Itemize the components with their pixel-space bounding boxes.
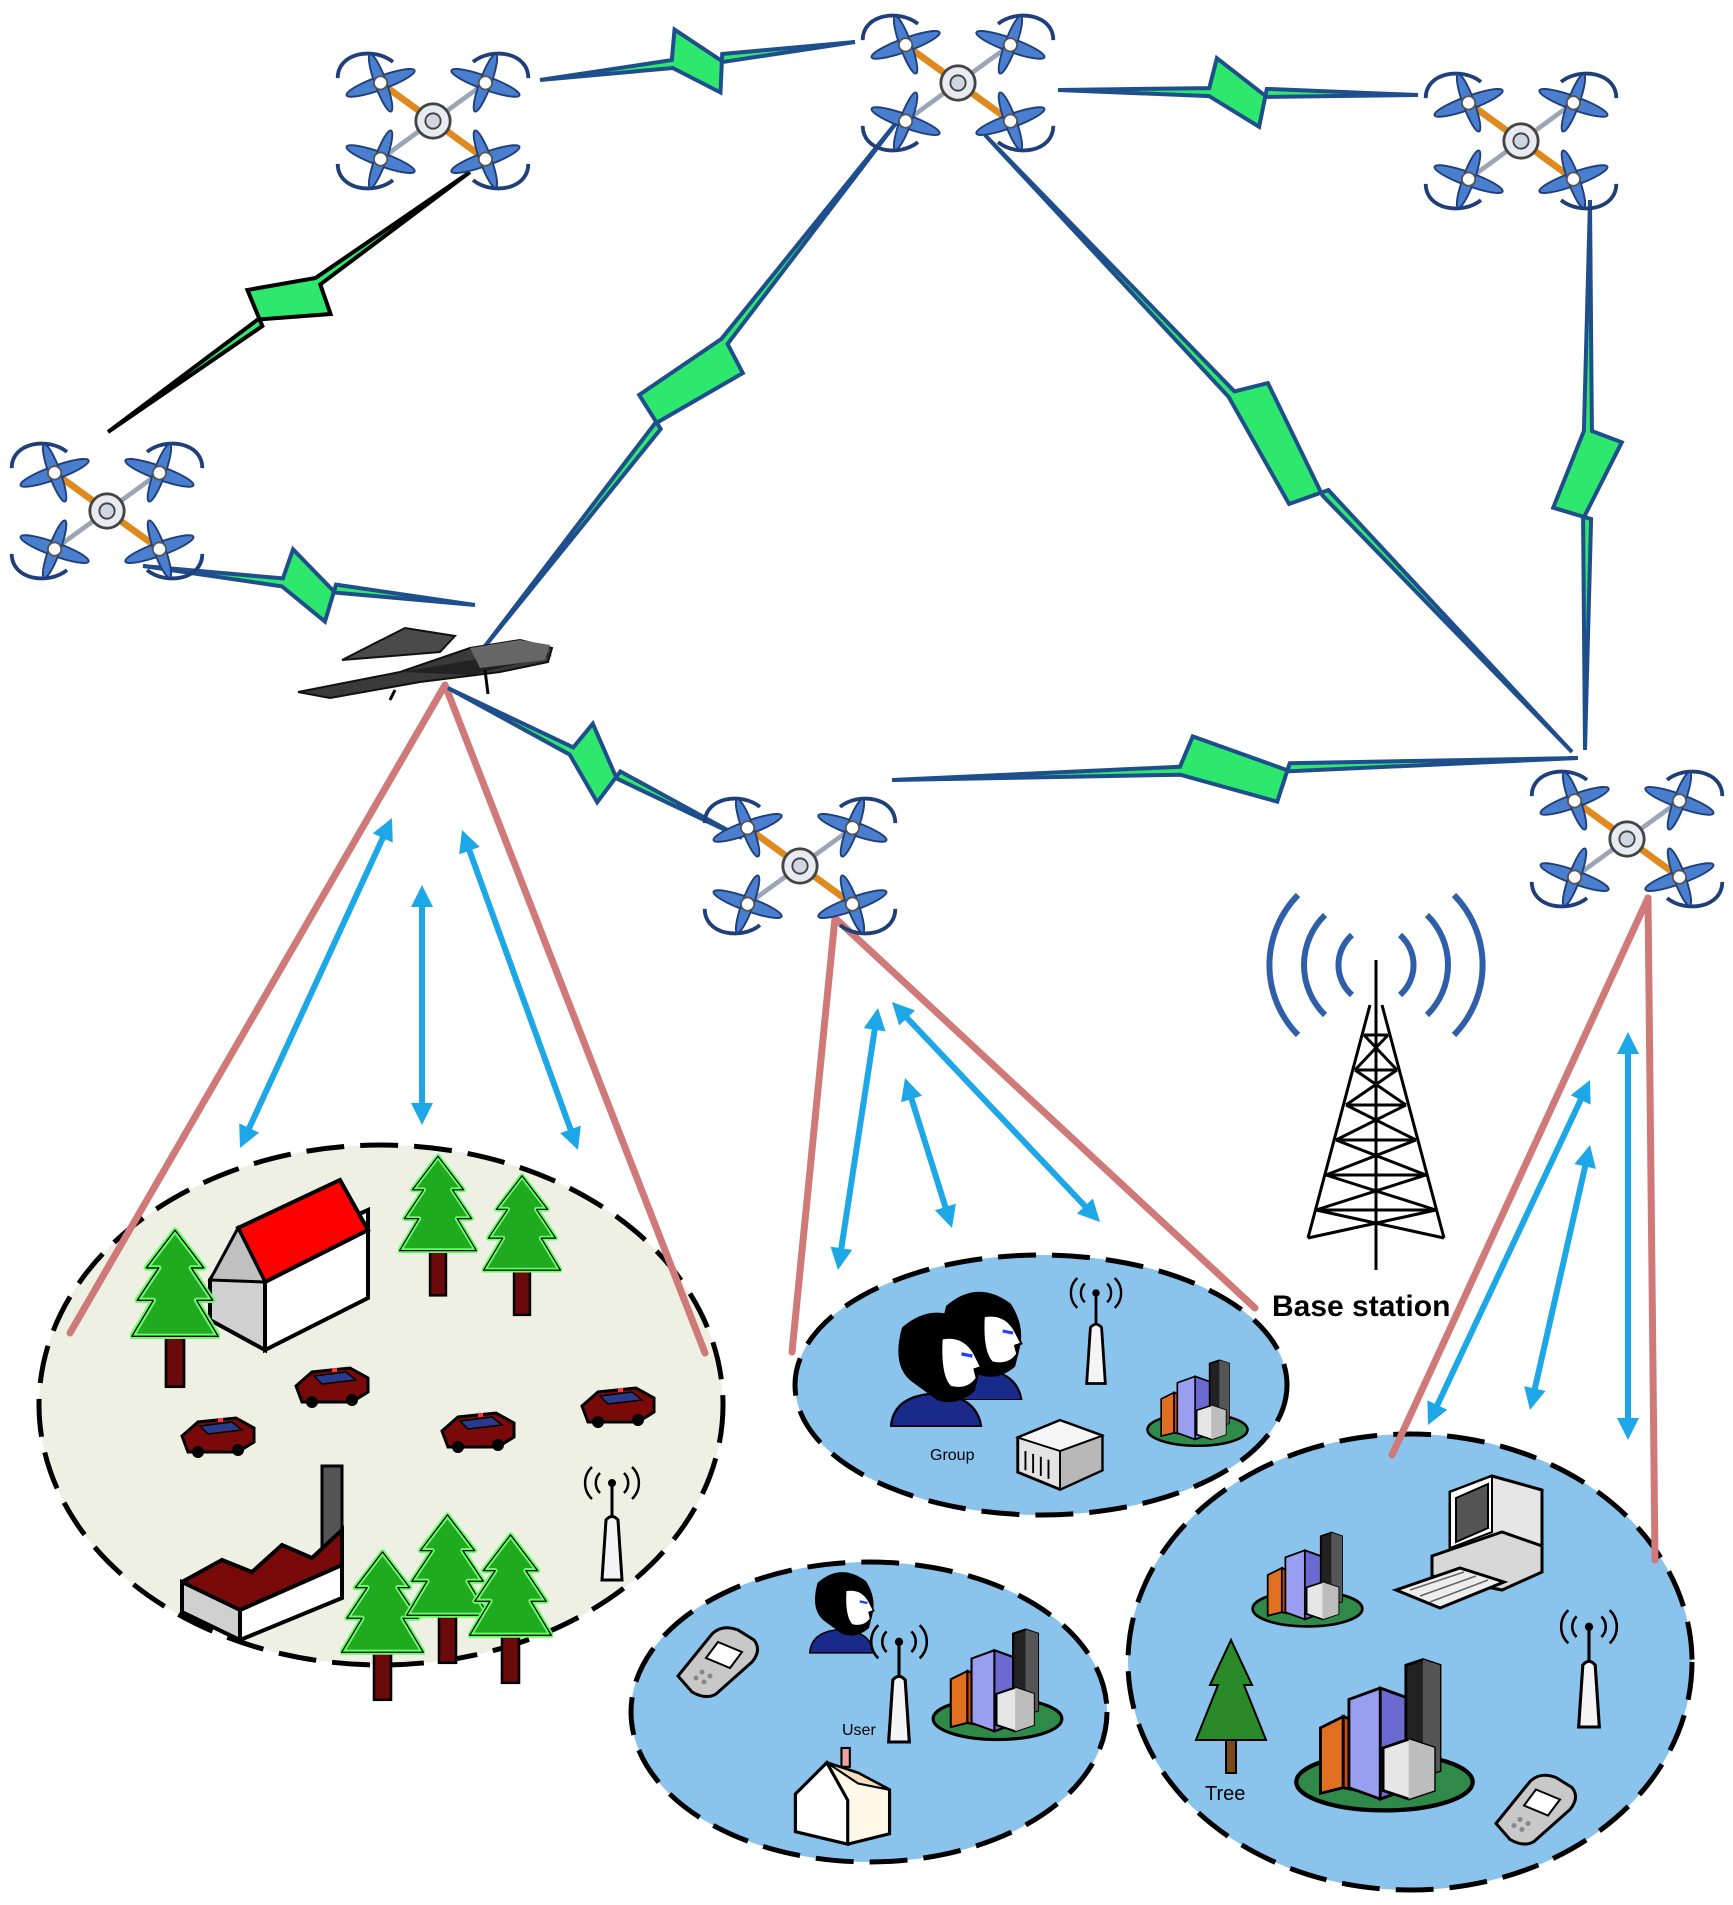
arrow-head — [1617, 1032, 1639, 1054]
tree-icon — [1194, 1637, 1268, 1774]
wireless-link — [1057, 54, 1419, 130]
arrow-head — [892, 1002, 916, 1026]
quadcopter-icon — [1532, 770, 1723, 907]
arrow-head — [459, 830, 480, 855]
quadcopter-icon — [1426, 72, 1617, 209]
arrow-shaft — [244, 833, 388, 1133]
arrow-head — [239, 1123, 260, 1148]
group-label: Group — [930, 1447, 975, 1464]
arrow-shaft — [1531, 1161, 1589, 1394]
factory-icon — [180, 1464, 344, 1644]
arrow-shaft — [465, 845, 575, 1135]
wireless-link — [983, 133, 1574, 754]
arrow-head — [1617, 1418, 1639, 1440]
arrow-head — [411, 885, 433, 907]
arrow-head — [830, 1246, 853, 1270]
arrow-shaft — [907, 1094, 950, 1212]
uav-links — [106, 25, 1625, 840]
coverage-area-urban — [1125, 1431, 1695, 1893]
fixed-wing-uav-icon — [297, 626, 554, 701]
quadcopter-icon — [338, 52, 529, 189]
tree-label: Tree — [1205, 1783, 1245, 1805]
arrow-head — [372, 818, 393, 843]
base-station-tower-icon — [1266, 892, 1486, 1270]
arrow-shaft — [837, 1025, 879, 1253]
arrow-head — [934, 1203, 956, 1228]
coverage-lines — [66, 681, 1659, 1564]
uplink-downlink-arrows — [239, 818, 1639, 1440]
person-icon — [808, 1570, 876, 1655]
wireless-link — [106, 170, 472, 434]
arrow-head — [1427, 1400, 1448, 1425]
wireless-link — [539, 25, 856, 96]
user-label: User — [842, 1722, 876, 1739]
quadcopter-icon — [12, 442, 203, 579]
wireless-link — [142, 545, 476, 626]
wireless-link — [1550, 199, 1625, 751]
arrow-head — [1574, 1145, 1596, 1169]
arrow-head — [411, 1103, 433, 1125]
arrow-shaft — [1432, 1095, 1586, 1410]
wireless-link — [447, 686, 743, 840]
arrow-head — [863, 1008, 886, 1032]
arrow-head — [1076, 1198, 1100, 1222]
coverage-area-rural — [36, 1142, 726, 1668]
arrow-head — [1524, 1386, 1546, 1410]
wireless-link — [480, 116, 902, 652]
house-icon — [207, 1177, 371, 1354]
wireless-link — [891, 733, 1579, 805]
base-station-label: Base station — [1272, 1290, 1450, 1323]
arrow-head — [560, 1125, 581, 1150]
arrow-shaft — [902, 1013, 1090, 1211]
arrow-head — [1570, 1080, 1591, 1105]
quadcopter-icon — [705, 797, 896, 934]
arrow-head — [901, 1078, 923, 1103]
person-icon — [889, 1310, 983, 1427]
